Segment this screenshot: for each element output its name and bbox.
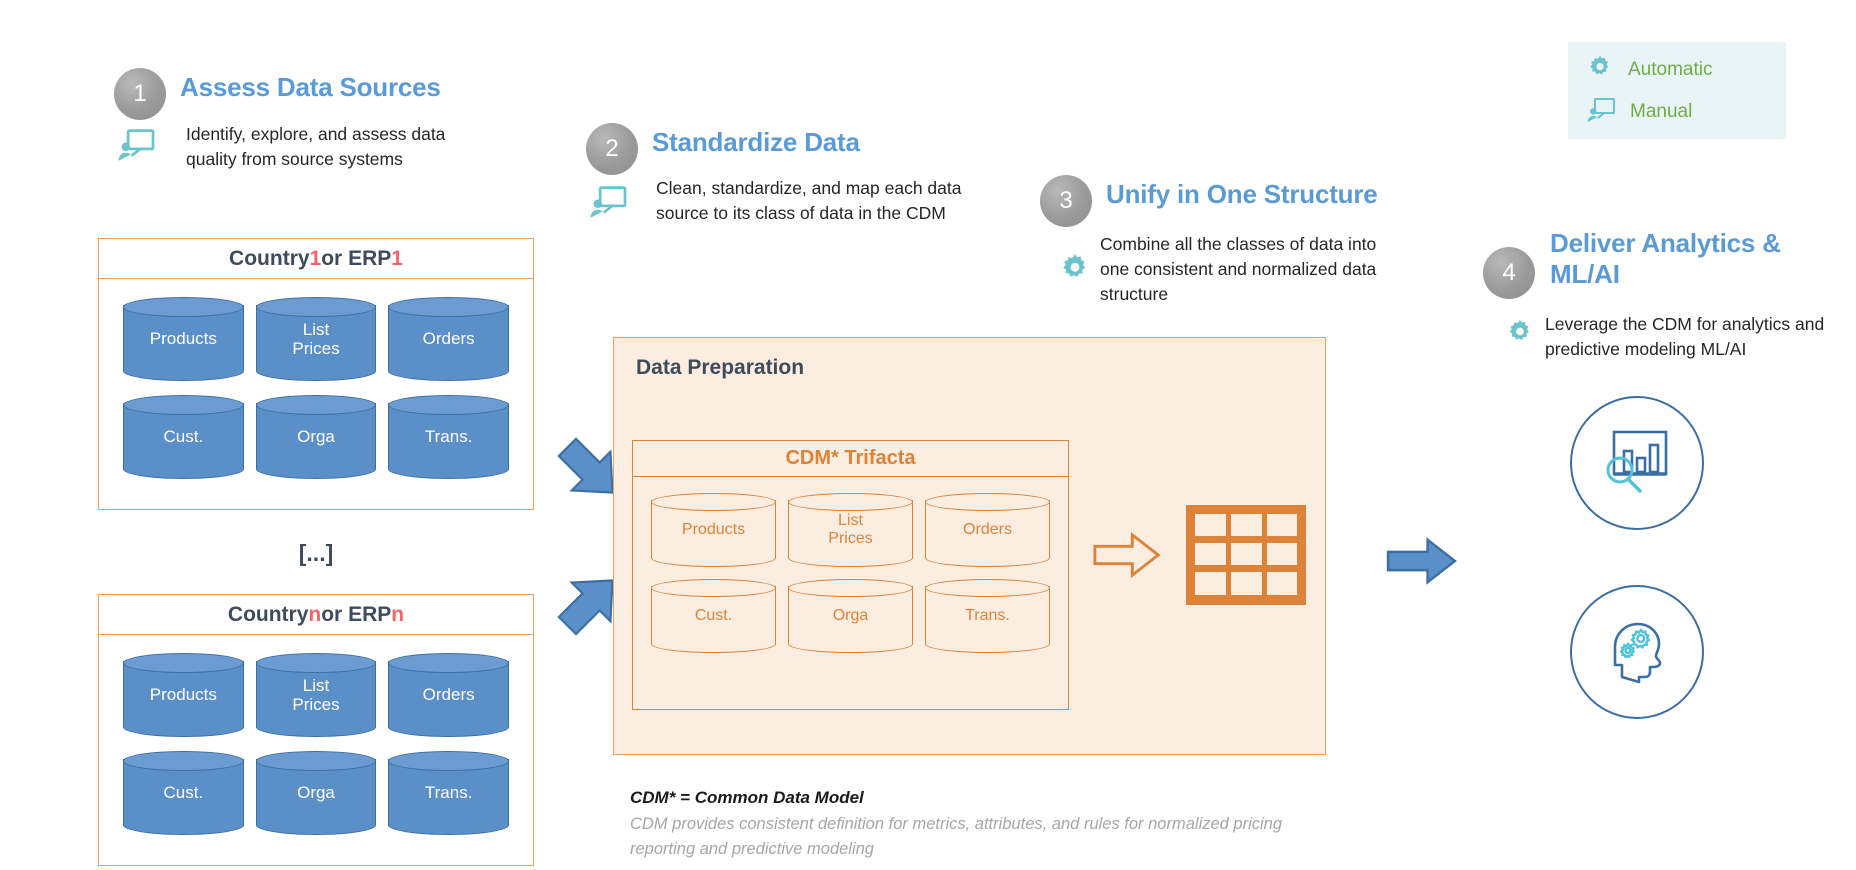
step-number-3: 3 [1040, 175, 1092, 227]
source-title-index2: n [391, 602, 405, 626]
database-cylinder: Orders [388, 653, 509, 737]
step-desc-1: Identify, explore, and assess data quali… [186, 124, 446, 169]
cdm-trifacta-title: CDM* Trifacta [633, 441, 1068, 477]
footnote-bold: CDM* = Common Data Model [630, 788, 864, 807]
ellipsis-separator: [...] [298, 540, 334, 566]
gear-icon [1505, 318, 1535, 353]
database-cylinder: Products [123, 653, 244, 737]
cylinder-label: Trans. [424, 427, 473, 447]
cylinder-label: List Prices [292, 675, 340, 714]
cylinder-label: List Prices [828, 512, 873, 547]
cylinder-label: Cust. [694, 607, 733, 625]
legend-item-automatic: Automatic [1586, 54, 1768, 87]
presentation-person-icon [588, 185, 628, 224]
cylinder-label: Products [149, 685, 217, 705]
step-number-1: 1 [114, 68, 166, 120]
cylinder-label: Orders [422, 329, 475, 349]
database-cylinder: Cust. [123, 395, 244, 479]
source-title-index: n [308, 602, 322, 626]
flow-arrow-to-outputs [1385, 533, 1461, 594]
legend-item-manual: Manual [1586, 97, 1768, 128]
gear-icon [1058, 252, 1092, 291]
source-box-title-n: Country n or ERP n [99, 595, 533, 635]
source-box-country-n: Country n or ERP n Products List Prices … [98, 594, 534, 866]
source-title-index2: 1 [391, 246, 403, 270]
cdm-trifacta-box: CDM* Trifacta Products List Prices Order… [632, 440, 1069, 710]
legend-label-manual: Manual [1630, 101, 1693, 122]
source-title-mid: or ERP [321, 602, 392, 626]
source-title-index: 1 [309, 246, 322, 270]
step-title-4: Deliver Analytics & ML/AI [1550, 228, 1781, 289]
presentation-person-icon [116, 128, 156, 167]
database-cylinder: Cust. [651, 579, 776, 653]
database-cylinder: Orga [788, 579, 913, 653]
cylinder-label: Orders [422, 685, 475, 705]
step-number-2: 2 [586, 123, 638, 175]
step-title-3: Unify in One Structure [1106, 179, 1378, 209]
cylinder-label: Orga [832, 607, 869, 625]
cylinder-label: Cust. [163, 427, 204, 447]
database-cylinder: Trans. [925, 579, 1050, 653]
database-cylinder: Orga [255, 395, 377, 479]
cylinder-label: Products [149, 329, 217, 349]
database-cylinder: Products [651, 493, 776, 567]
cylinder-label: Trans. [965, 607, 1010, 625]
cylinder-label: Orga [297, 783, 335, 803]
cylinder-label: Orders [963, 521, 1012, 539]
footnote-detail: CDM provides consistent definition for m… [630, 815, 1283, 858]
database-cylinder: List Prices [255, 653, 377, 737]
legend-label-automatic: Automatic [1628, 59, 1713, 80]
data-preparation-title: Data Preparation [636, 356, 805, 379]
analytics-output-circle [1570, 396, 1704, 530]
analytics-chart-magnifier-icon [1594, 418, 1680, 509]
source-cylinder-grid-1: Products List Prices Orders Cust. Orga T… [99, 279, 533, 501]
step-desc-4: Leverage the CDM for analytics and predi… [1545, 314, 1825, 359]
database-cylinder: Cust. [123, 751, 244, 835]
cdm-cylinder-grid: Products List Prices Orders Cust. Orga T… [633, 477, 1068, 669]
head-gears-ai-icon [1594, 607, 1680, 698]
database-cylinder: List Prices [255, 297, 377, 381]
source-box-title-1: Country 1 or ERP 1 [99, 239, 533, 279]
cylinder-label: Products [681, 521, 746, 539]
cdm-to-table-arrow-icon [1092, 528, 1164, 587]
cylinder-label: Cust. [163, 783, 204, 803]
presentation-person-icon [1586, 97, 1616, 128]
database-cylinder: Products [123, 297, 244, 381]
step-desc-2: Clean, standardize, and map each data so… [656, 178, 962, 223]
database-cylinder: Orga [255, 751, 377, 835]
step-title-2: Standardize Data [652, 127, 860, 157]
database-cylinder: Orders [925, 493, 1050, 567]
step-desc-3: Combine all the classes of data into one… [1100, 234, 1377, 304]
database-cylinder: List Prices [788, 493, 913, 567]
flow-arrow-bottom [552, 565, 628, 646]
step-title-1: Assess Data Sources [180, 72, 441, 102]
source-box-country-1: Country 1 or ERP 1 Products List Prices … [98, 238, 534, 510]
legend: Automatic Manual [1568, 42, 1786, 139]
cylinder-label: List Prices [292, 319, 340, 358]
database-cylinder: Orders [388, 297, 509, 381]
database-cylinder: Trans. [388, 751, 509, 835]
flow-arrow-top [552, 432, 628, 513]
cylinder-label: Trans. [424, 783, 473, 803]
database-cylinder: Trans. [388, 395, 509, 479]
source-title-mid: or ERP [321, 246, 392, 270]
source-title-prefix: Country [227, 602, 309, 626]
source-cylinder-grid-n: Products List Prices Orders Cust. Orga T… [99, 635, 533, 857]
cylinder-label: Orga [297, 427, 335, 447]
gear-icon [1586, 54, 1614, 87]
step-number-4: 4 [1483, 247, 1535, 299]
source-title-prefix: Country [229, 246, 310, 270]
ml-ai-output-circle [1570, 585, 1704, 719]
table-grid-icon [1186, 505, 1306, 610]
